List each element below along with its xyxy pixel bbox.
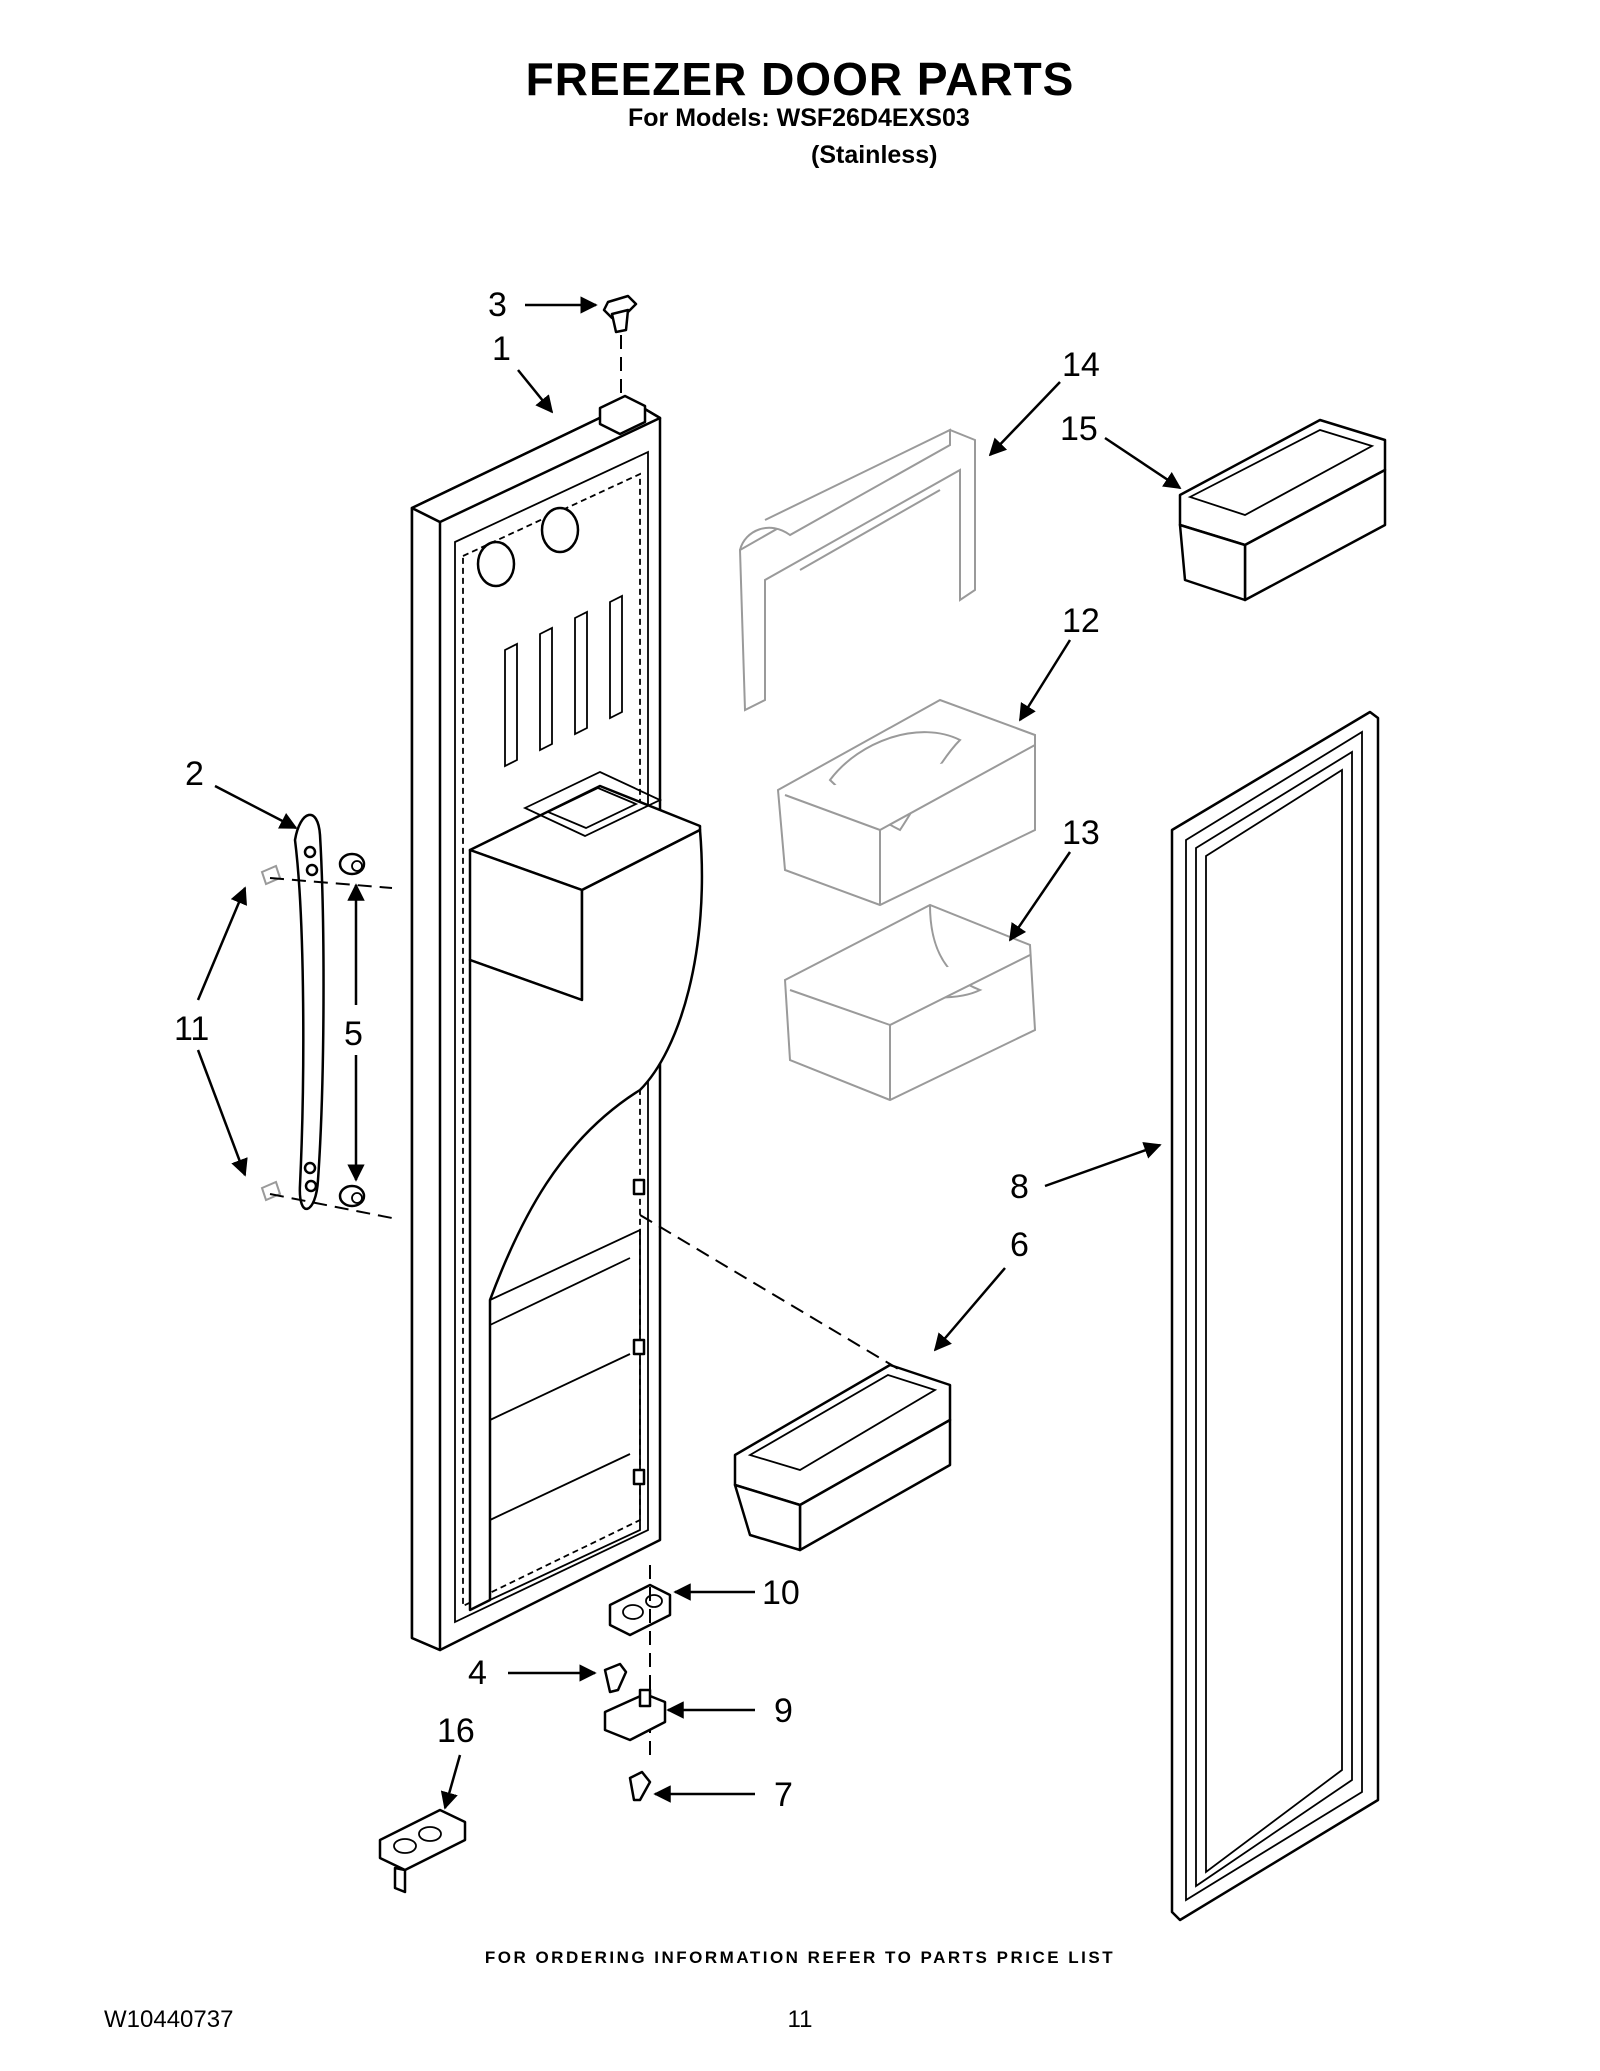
dispenser-cover-part-14 xyxy=(738,428,976,712)
callout-2: 2 xyxy=(185,755,204,793)
callout-1: 1 xyxy=(492,330,511,368)
door-bin-part-15 xyxy=(1178,418,1387,602)
callout-5: 5 xyxy=(344,1015,363,1053)
callout-12: 12 xyxy=(1062,602,1100,640)
page-title: FREEZER DOOR PARTS xyxy=(525,53,1075,105)
chute-base-part-13 xyxy=(783,903,1037,1102)
hinge-screw-part-7 xyxy=(628,1770,652,1802)
callout-11: 11 xyxy=(174,1010,209,1048)
callout-13: 13 xyxy=(1062,814,1100,852)
callout-16: 16 xyxy=(437,1712,475,1750)
models-line: For Models: WSF26D4EXS03 xyxy=(628,104,970,132)
callout-8: 8 xyxy=(1010,1168,1029,1206)
page-number: 11 xyxy=(787,2006,813,2033)
callout-7: 7 xyxy=(774,1776,793,1814)
finish-line: (Stainless) xyxy=(811,141,938,169)
ordering-note: FOR ORDERING INFORMATION REFER TO PARTS … xyxy=(484,1948,1116,1967)
document-number: W10440737 xyxy=(104,2006,234,2033)
hinge-screw-part-4 xyxy=(603,1662,628,1694)
hinge-cover-part-16 xyxy=(378,1808,467,1894)
callout-3: 3 xyxy=(488,286,507,324)
handle-spacer-part-5 xyxy=(338,852,366,1208)
hinge-plate-part-10 xyxy=(608,1583,672,1637)
ice-chute-part-12 xyxy=(776,698,1036,907)
callout-10: 10 xyxy=(762,1574,800,1612)
callout-14: 14 xyxy=(1062,346,1100,384)
callout-15: 15 xyxy=(1060,410,1098,448)
door-bin-part-6 xyxy=(733,1363,952,1552)
door-gasket-part-8 xyxy=(1170,710,1380,1922)
hinge-pin-part-9 xyxy=(603,1688,667,1742)
hinge-plug-part-3 xyxy=(602,294,638,334)
callout-9: 9 xyxy=(774,1692,793,1730)
freezer-door-part-1 xyxy=(410,394,704,1652)
handle-screw-part-11 xyxy=(260,864,282,1202)
door-handle-part-2 xyxy=(293,813,325,1210)
callout-6: 6 xyxy=(1010,1226,1029,1264)
callout-4: 4 xyxy=(468,1654,487,1692)
